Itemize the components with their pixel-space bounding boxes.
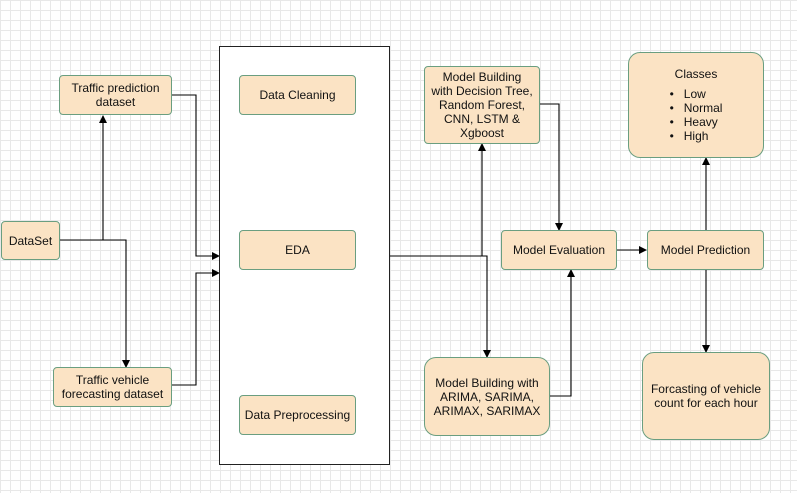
edge-container-to-model-ts bbox=[390, 255, 491, 358]
node-dataset-label: DataSet bbox=[8, 233, 53, 248]
edge-dataset-to-vehicle-forecasting bbox=[60, 239, 130, 368]
node-data-cleaning-label: Data Cleaning bbox=[259, 88, 336, 102]
class-item-high: High bbox=[670, 129, 723, 143]
node-data-cleaning[interactable]: Data Cleaning bbox=[239, 75, 356, 115]
edge-model-ts-to-evaluation bbox=[550, 269, 575, 397]
class-item-normal: Normal bbox=[670, 101, 723, 115]
edge-traffic-prediction-to-container bbox=[172, 94, 220, 260]
edge-container-to-model-ml bbox=[390, 143, 486, 257]
node-model-building-ml[interactable]: Model Building with Decision Tree, Rando… bbox=[424, 66, 540, 144]
node-model-evaluation-label: Model Evaluation bbox=[512, 243, 606, 257]
class-list: Low Normal Heavy High bbox=[670, 87, 723, 143]
node-traffic-vehicle-forecasting-dataset-label: Traffic vehicle forecasting dataset bbox=[61, 373, 164, 401]
node-data-preprocessing-label: Data Preprocessing bbox=[244, 408, 351, 422]
node-model-prediction-label: Model Prediction bbox=[660, 243, 751, 257]
class-item-low: Low bbox=[670, 87, 723, 101]
node-traffic-vehicle-forecasting-dataset[interactable]: Traffic vehicle forecasting dataset bbox=[53, 367, 172, 407]
node-traffic-prediction-dataset[interactable]: Traffic prediction dataset bbox=[59, 75, 172, 115]
edge-model-ml-to-evaluation bbox=[540, 103, 563, 231]
node-model-building-ml-label: Model Building with Decision Tree, Rando… bbox=[431, 70, 533, 140]
edge-vehicle-forecasting-to-container bbox=[172, 269, 220, 386]
node-eda[interactable]: EDA bbox=[239, 230, 356, 270]
node-eda-label: EDA bbox=[285, 243, 310, 257]
edge-dataset-to-traffic-prediction bbox=[60, 115, 107, 241]
node-model-prediction[interactable]: Model Prediction bbox=[647, 230, 764, 270]
node-data-preprocessing[interactable]: Data Preprocessing bbox=[239, 395, 356, 435]
node-model-building-ts-label: Model Building with ARIMA, SARIMA, ARIMA… bbox=[433, 375, 541, 418]
node-forecasting[interactable]: Forcasting of vehicle count for each hou… bbox=[642, 352, 770, 440]
class-item-heavy: Heavy bbox=[670, 115, 723, 129]
node-classes-title: Classes bbox=[674, 67, 718, 81]
node-traffic-prediction-dataset-label: Traffic prediction dataset bbox=[71, 81, 160, 109]
node-model-evaluation[interactable]: Model Evaluation bbox=[501, 230, 617, 270]
node-classes[interactable]: Classes Low Normal Heavy High bbox=[628, 52, 764, 158]
node-model-building-ts[interactable]: Model Building with ARIMA, SARIMA, ARIMA… bbox=[424, 357, 550, 436]
node-forecasting-label: Forcasting of vehicle count for each hou… bbox=[650, 382, 762, 410]
node-dataset[interactable]: DataSet bbox=[1, 221, 60, 260]
